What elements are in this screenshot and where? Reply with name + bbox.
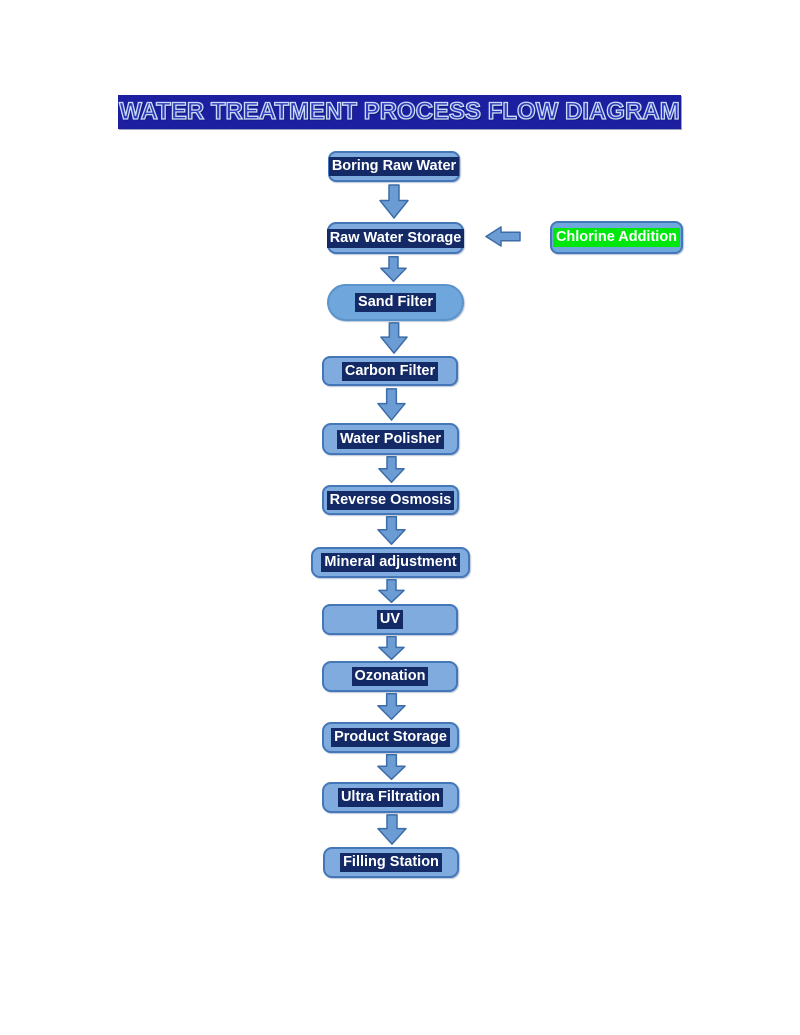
flow-node-boring-raw-water: Boring Raw Water — [328, 151, 460, 182]
down-arrow-icon — [378, 579, 405, 603]
chlorine-addition-box: Chlorine Addition — [550, 221, 683, 254]
flow-node-reverse-osmosis: Reverse Osmosis — [322, 485, 459, 515]
flow-node-filling-station: Filling Station — [323, 847, 459, 878]
flow-node-label: Filling Station — [340, 853, 442, 872]
flow-node-label: Reverse Osmosis — [326, 490, 455, 510]
down-arrow-icon — [377, 693, 406, 720]
down-arrow-icon — [377, 388, 406, 421]
down-arrow-icon — [377, 516, 406, 545]
flow-node-sand-filter: Sand Filter — [327, 284, 464, 321]
down-arrow-icon — [380, 256, 407, 282]
flow-node-mineral-adjustment: Mineral adjustment — [311, 547, 470, 578]
flow-node-label: Sand Filter — [355, 293, 436, 312]
flow-node-carbon-filter: Carbon Filter — [322, 356, 458, 386]
flow-node-label: Boring Raw Water — [328, 157, 460, 176]
flow-node-label: UV — [376, 610, 404, 629]
flow-node-ozonation: Ozonation — [322, 661, 458, 692]
flow-node-ultra-filtration: Ultra Filtration — [322, 782, 459, 813]
down-arrow-icon — [379, 184, 409, 219]
flow-node-product-storage: Product Storage — [322, 722, 459, 753]
flow-node-uv: UV — [322, 604, 458, 635]
title-banner: WATER TREATMENT PROCESS FLOW DIAGRAM — [118, 95, 681, 129]
flow-node-label: Ultra Filtration — [337, 788, 444, 807]
flow-node-label: Ozonation — [351, 667, 429, 686]
flow-node-label: Raw Water Storage — [326, 228, 465, 248]
left-arrow-icon — [485, 226, 521, 247]
down-arrow-icon — [377, 754, 406, 780]
down-arrow-icon — [380, 322, 408, 354]
flow-node-label: Mineral adjustment — [321, 553, 460, 572]
flow-node-water-polisher: Water Polisher — [322, 423, 459, 455]
flow-node-label: Product Storage — [331, 728, 450, 747]
chlorine-addition-label: Chlorine Addition — [552, 228, 681, 247]
down-arrow-icon — [378, 456, 405, 483]
flow-node-label: Water Polisher — [337, 429, 444, 449]
flow-node-label: Carbon Filter — [341, 361, 439, 381]
page-title: WATER TREATMENT PROCESS FLOW DIAGRAM — [119, 97, 681, 125]
flow-node-raw-water-storage: Raw Water Storage — [326, 222, 465, 254]
down-arrow-icon — [378, 636, 405, 660]
down-arrow-icon — [377, 814, 407, 845]
